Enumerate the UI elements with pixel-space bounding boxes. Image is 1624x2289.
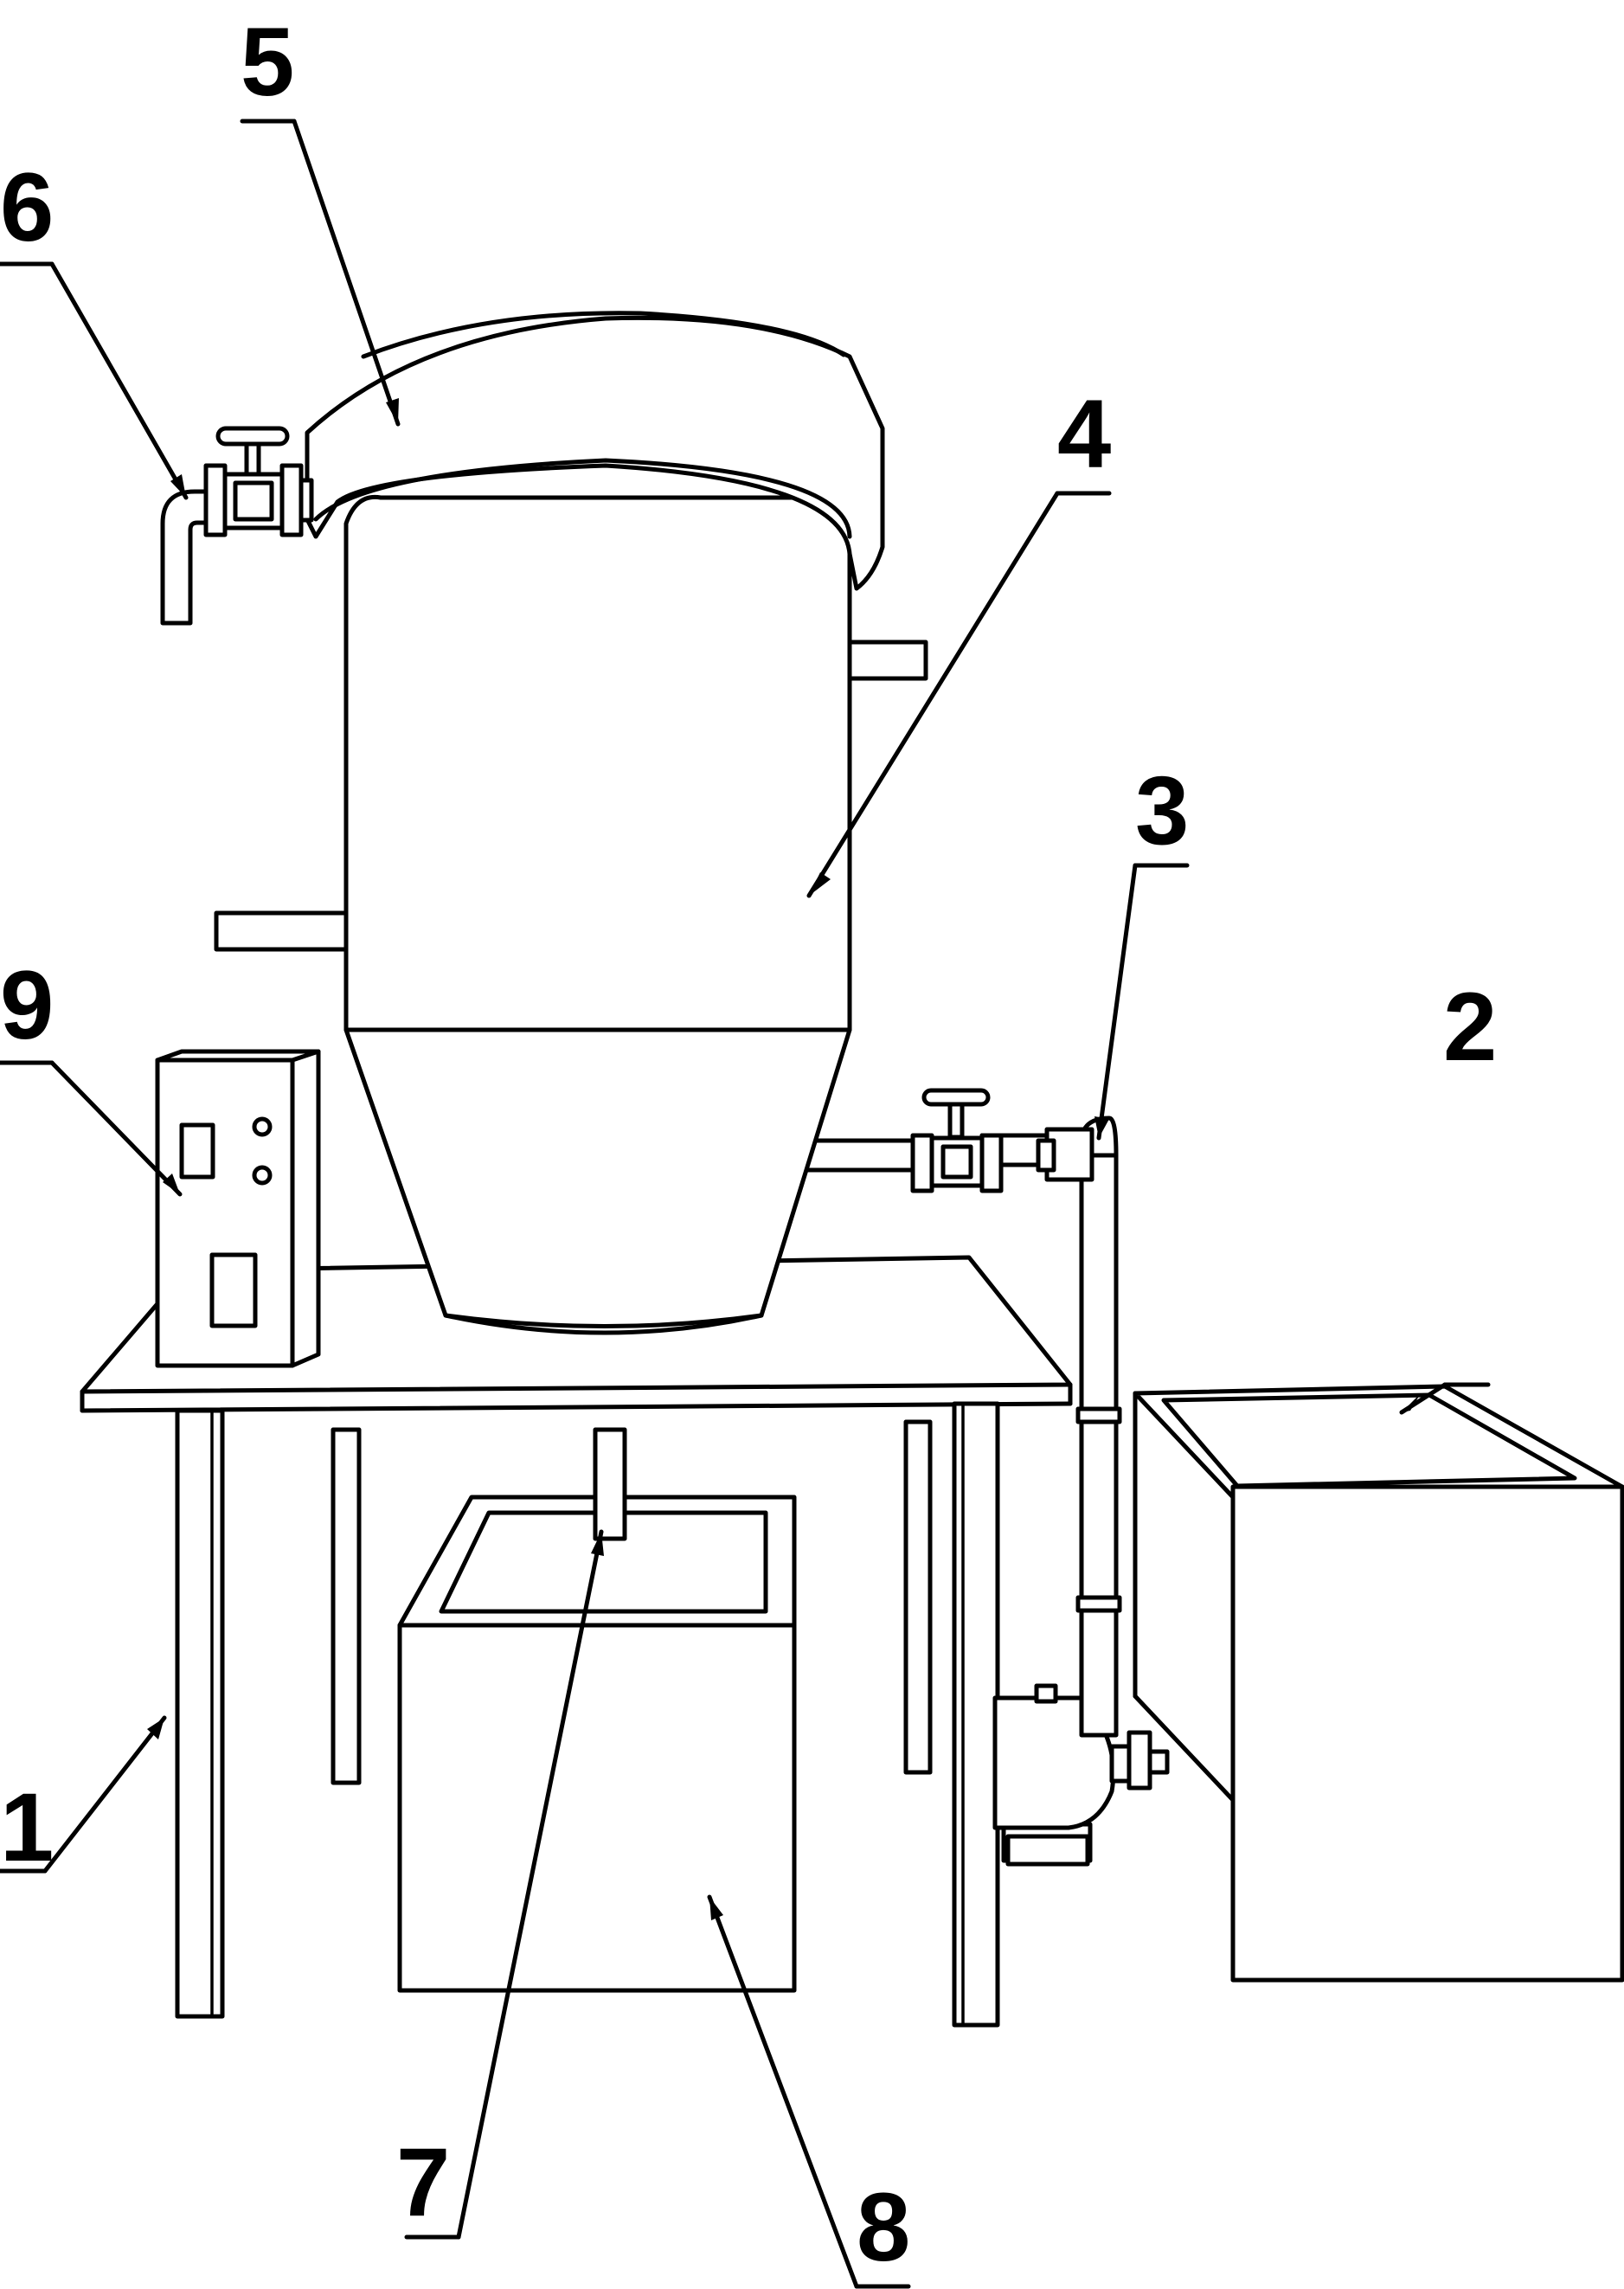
part-labels: 1 2 3 4 5 6 7 8 9 (0, 8, 1497, 2281)
label-6: 6 (0, 153, 54, 261)
collection-tank (397, 1495, 797, 1993)
label-8: 8 (857, 2173, 910, 2281)
leader-lines (0, 119, 1491, 2289)
label-4: 4 (1057, 380, 1111, 488)
label-3: 3 (1135, 756, 1189, 865)
label-1: 1 (0, 1773, 54, 1881)
label-7: 7 (396, 2128, 450, 2236)
vent-valve (160, 426, 314, 626)
pump (992, 1683, 1170, 1867)
discharge-pipe (593, 1427, 627, 1541)
control-box (155, 1049, 321, 1368)
reactor-vessel (214, 494, 928, 1335)
outlet-valve (910, 1088, 1004, 1193)
reactor-lid (305, 311, 885, 591)
table (80, 1255, 1073, 2028)
feed-pipe (793, 1116, 1122, 1738)
label-2: 2 (1443, 973, 1497, 1081)
right-tank (1133, 1384, 1624, 1983)
label-5: 5 (241, 8, 294, 116)
label-9: 9 (0, 951, 54, 1059)
